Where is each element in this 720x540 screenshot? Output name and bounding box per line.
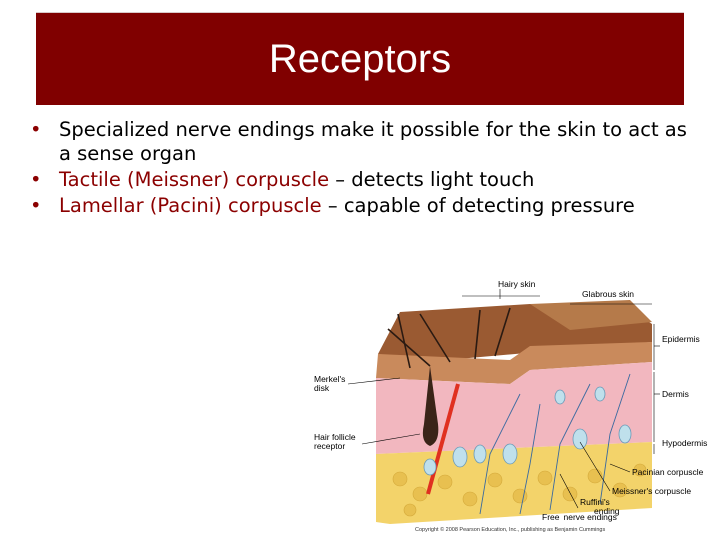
label-epidermis: Epidermis	[662, 334, 700, 344]
label-ruffinis-line-2: ending	[594, 506, 620, 516]
bullet-term: Lamellar (Pacini) corpuscle	[59, 193, 322, 217]
label-meissners: Meissner's corpuscle	[612, 486, 691, 496]
bullet-item: • Tactile (Meissner) corpuscle – detects…	[30, 168, 690, 192]
label-hairy-skin: Hairy skin	[498, 279, 536, 289]
bullet-text: – capable of detecting pressure	[321, 193, 635, 217]
hypodermis-layer	[376, 442, 652, 524]
blood-vessel	[426, 383, 460, 495]
label-hair-follicle-line-2: receptor	[314, 441, 345, 451]
label-free-nerve-line-2: nerve endings	[563, 512, 616, 522]
skin-block	[376, 300, 652, 524]
bullet-text: Specialized nerve endings make it possib…	[59, 118, 687, 165]
title-bar: Receptors	[36, 12, 684, 105]
bullet-item: • Specialized nerve endings make it poss…	[30, 118, 690, 166]
hair-follicle	[422, 366, 439, 446]
skin-surface-glabrous	[530, 300, 652, 330]
copyright-text: Copyright © 2008 Pearson Education, Inc.…	[415, 526, 605, 533]
bullet-text: – detects light touch	[329, 167, 535, 191]
label-hypodermis: Hypodermis	[662, 438, 707, 448]
label-pacinian: Pacinian corpuscle	[632, 467, 704, 477]
bullet-list: • Specialized nerve endings make it poss…	[30, 118, 690, 220]
label-merkels-line-1: Merkel's	[314, 374, 345, 384]
bullet-icon: •	[30, 193, 42, 217]
label-merkels-line-2: disk	[314, 383, 330, 393]
label-free-nerve-line-1: Free	[542, 512, 560, 522]
bullet-icon: •	[30, 167, 42, 191]
skin-diagram: Hairy skin Glabrous skin Epidermis Dermi…	[314, 279, 707, 533]
label-ruffinis-line-1: Ruffini's	[580, 497, 610, 507]
bullet-term: Tactile (Meissner) corpuscle	[59, 167, 330, 191]
bullet-item: • Lamellar (Pacini) corpuscle – capable …	[30, 194, 690, 218]
slide-title: Receptors	[268, 37, 452, 81]
label-dermis: Dermis	[662, 389, 689, 399]
label-glabrous-skin: Glabrous skin	[582, 289, 634, 299]
label-hair-follicle-line-1: Hair follicle	[314, 432, 356, 442]
epidermis-layer	[376, 342, 652, 384]
bullet-icon: •	[30, 118, 42, 141]
